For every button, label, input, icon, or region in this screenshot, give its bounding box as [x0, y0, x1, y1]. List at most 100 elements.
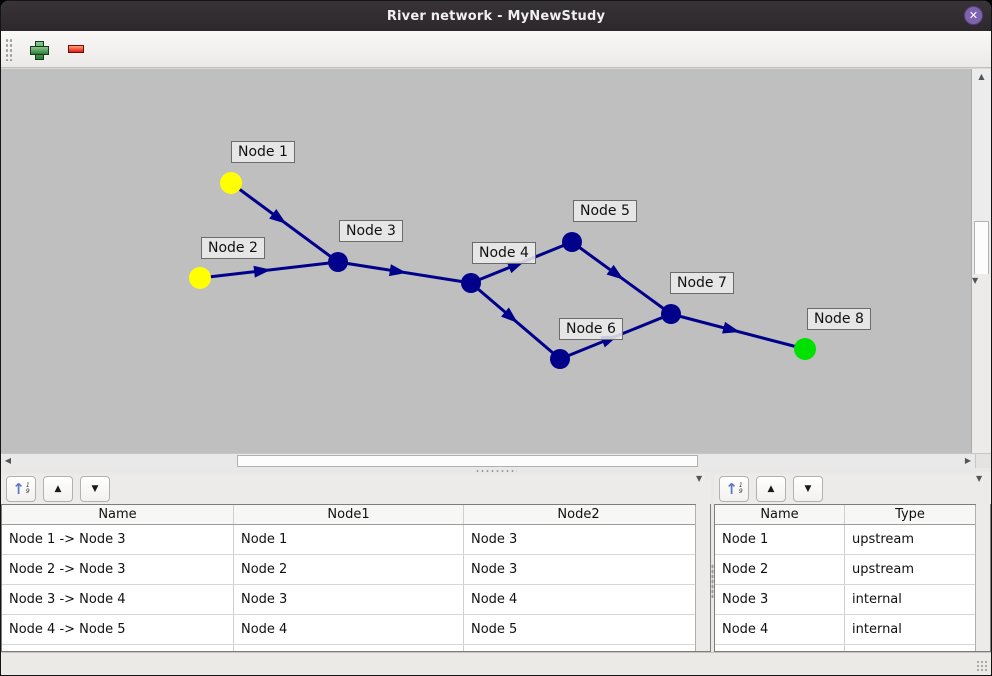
node[interactable]: [461, 273, 481, 293]
node-label[interactable]: Node 8: [807, 308, 871, 330]
table-cell[interactable]: Node 1: [234, 525, 464, 554]
table-cell[interactable]: internal: [852, 592, 902, 607]
table-cell[interactable]: Node 3 -> Node 4: [2, 585, 234, 614]
table-cell[interactable]: Node 3: [715, 585, 845, 614]
move-down-button[interactable]: ▼: [80, 476, 110, 502]
table-cell: [464, 645, 693, 651]
remove-node-button[interactable]: [64, 37, 88, 61]
table-header-row: Name Type: [715, 505, 975, 525]
node-label[interactable]: Node 7: [670, 272, 734, 294]
node-label[interactable]: Node 4: [472, 242, 536, 264]
river-network-graph[interactable]: [1, 69, 971, 454]
node[interactable]: [550, 349, 570, 369]
table-cell[interactable]: Node 4: [715, 615, 845, 644]
add-node-button[interactable]: [26, 37, 50, 61]
move-up-button[interactable]: ▲: [756, 476, 786, 502]
table-row[interactable]: Node 1 upstream: [715, 525, 975, 555]
node[interactable]: [794, 338, 816, 360]
node[interactable]: [328, 252, 348, 272]
scrollbar-corner: [975, 454, 991, 468]
table-row-empty: [715, 645, 975, 651]
node[interactable]: [220, 172, 242, 194]
scroll-down-icon[interactable]: ▼: [972, 274, 991, 452]
node-label-layer: Node 1 Node 2 Node 3 Node 4 Node 5 Node 6 Node…: [1, 69, 971, 454]
table-cell[interactable]: Node 4: [234, 615, 464, 644]
toolbar-drag-handle[interactable]: [5, 37, 12, 61]
status-bar: [1, 652, 991, 675]
scroll-up-icon[interactable]: ▲: [978, 72, 985, 81]
up-arrow-icon: ▲: [54, 484, 62, 494]
table-cell[interactable]: Node 4 -> Node 5: [2, 615, 234, 644]
column-header[interactable]: Name: [715, 505, 845, 524]
canvas-hscroll-track[interactable]: [15, 454, 961, 468]
column-header[interactable]: Type: [895, 507, 925, 522]
resize-grip-icon[interactable]: [976, 660, 988, 672]
node-label[interactable]: Node 1: [231, 141, 295, 163]
title-bar[interactable]: River network - MyNewStudy ✕: [1, 1, 991, 31]
table-cell: [2, 645, 234, 651]
close-button[interactable]: ✕: [964, 6, 983, 25]
table-cell[interactable]: upstream: [852, 562, 915, 577]
node[interactable]: [562, 232, 582, 252]
canvas-hscroll-thumb[interactable]: [237, 455, 698, 467]
node-label[interactable]: Node 5: [573, 200, 637, 222]
table-row[interactable]: Node 4 internal: [715, 615, 975, 645]
canvas-horizontal-scrollbar[interactable]: ◀ ▶: [1, 453, 991, 468]
table-cell[interactable]: Node 2: [234, 555, 464, 584]
table-cell: [845, 645, 975, 651]
column-header[interactable]: Name: [2, 505, 234, 524]
branches-table-scrollbar[interactable]: ▲ ▼: [695, 472, 710, 651]
edge-arrow-icon: [253, 265, 272, 278]
canvas-vertical-scrollbar[interactable]: ▲ ▼: [971, 69, 991, 453]
table-row[interactable]: Node 2 upstream: [715, 555, 975, 585]
node-label[interactable]: Node 6: [559, 318, 623, 340]
table-cell[interactable]: Node 4: [471, 592, 518, 607]
column-header[interactable]: Node2: [557, 507, 600, 522]
scroll-down-icon[interactable]: ▼: [696, 472, 710, 650]
scroll-left-icon[interactable]: ◀: [4, 456, 12, 465]
node-label[interactable]: Node 2: [201, 237, 265, 259]
scroll-right-icon[interactable]: ▶: [964, 456, 972, 465]
table-row[interactable]: Node 3 internal: [715, 585, 975, 615]
node[interactable]: [189, 267, 211, 289]
table-cell[interactable]: Node 3: [234, 585, 464, 614]
column-header[interactable]: Node1: [234, 505, 464, 524]
table-cell[interactable]: Node 1: [715, 525, 845, 554]
table-cell[interactable]: Node 2: [715, 555, 845, 584]
table-cell[interactable]: Node 5: [471, 622, 518, 637]
minus-icon: [68, 45, 84, 53]
nodes-table-scrollbar[interactable]: ▲ ▼: [975, 472, 990, 651]
vertical-splitter[interactable]: [711, 474, 714, 652]
table-cell[interactable]: Node 1 -> Node 3: [2, 525, 234, 554]
node-label[interactable]: Node 3: [339, 220, 403, 242]
scroll-down-icon[interactable]: ▼: [976, 472, 990, 650]
horizontal-splitter[interactable]: [1, 468, 991, 474]
table-cell[interactable]: Node 3: [471, 532, 518, 547]
move-down-button[interactable]: ▼: [793, 476, 823, 502]
table-cell[interactable]: Node 3: [471, 562, 518, 577]
table-cell[interactable]: Node 2 -> Node 3: [2, 555, 234, 584]
move-up-button[interactable]: ▲: [43, 476, 73, 502]
table-cell[interactable]: upstream: [852, 532, 915, 547]
network-canvas[interactable]: Node 1 Node 2 Node 3 Node 4 Node 5 Node 6 Node…: [1, 68, 991, 453]
table-cell[interactable]: internal: [852, 622, 902, 637]
node[interactable]: [661, 304, 681, 324]
plus-icon: [29, 40, 49, 60]
edge-arrow-icon: [269, 208, 287, 224]
up-arrow-icon: ▲: [767, 484, 775, 494]
